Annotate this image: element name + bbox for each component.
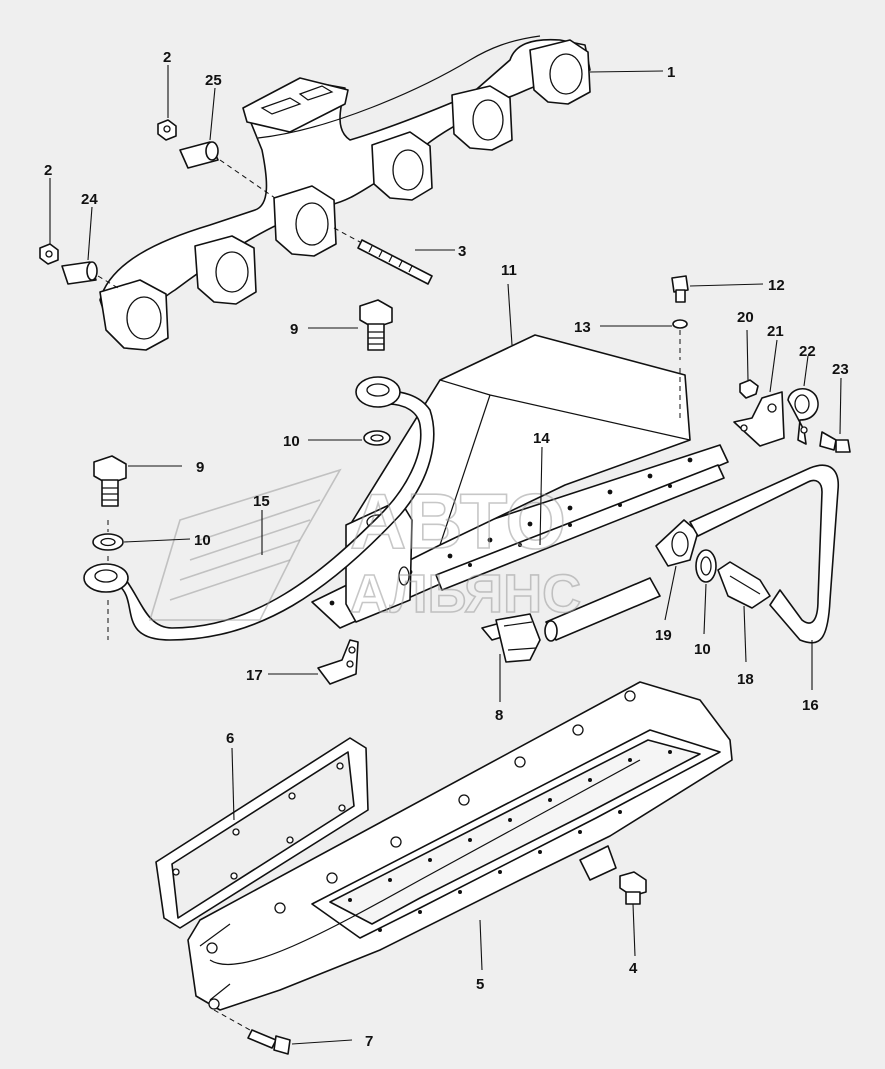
housing-bosses xyxy=(206,690,636,1010)
callout-20: 20 xyxy=(737,309,754,326)
callout-6: 6 xyxy=(226,730,234,747)
exhaust-manifold xyxy=(99,35,591,351)
callout-9-lower: 9 xyxy=(196,459,204,476)
bolt-23 xyxy=(819,431,851,453)
stud-3 xyxy=(333,227,433,285)
cooler-cover-11 xyxy=(311,334,729,629)
port-flange-3 xyxy=(371,131,433,201)
callouts: 1 2 2 3 4 5 6 7 8 9 9 10 10 10 11 12 13 … xyxy=(44,49,849,1050)
callout-8: 8 xyxy=(495,707,503,724)
callout-5: 5 xyxy=(476,976,484,993)
housing-flange-holes xyxy=(348,750,672,932)
callout-1: 1 xyxy=(667,64,675,81)
housing-5 xyxy=(187,681,733,1011)
spacer-24 xyxy=(61,261,119,289)
watermark-logo: АВТО АЛЬЯНС xyxy=(148,468,582,625)
nut-20 xyxy=(739,379,759,399)
adapter-18 xyxy=(717,561,771,609)
bracket-17 xyxy=(317,639,359,685)
callout-9-upper: 9 xyxy=(290,321,298,338)
watermark-line-2: АЛЬЯНС xyxy=(350,564,581,624)
callout-21: 21 xyxy=(767,323,784,340)
callout-17: 17 xyxy=(246,667,263,684)
callout-16: 16 xyxy=(802,697,819,714)
clip-22 xyxy=(787,388,819,445)
elbow-fitting-8 xyxy=(481,613,541,663)
callout-12: 12 xyxy=(768,277,785,294)
hose-16 xyxy=(689,464,839,644)
watermark-line-1: АВТО xyxy=(350,477,566,565)
port-flange-5 xyxy=(194,235,257,305)
callout-2-upper: 2 xyxy=(163,49,171,66)
callout-10-upper: 10 xyxy=(283,433,300,450)
callout-10-right: 10 xyxy=(694,641,711,658)
callout-7: 7 xyxy=(365,1033,373,1050)
port-flange-2 xyxy=(451,85,513,151)
oil-pipe-15 xyxy=(83,376,435,641)
gasket-6 xyxy=(155,737,369,929)
callout-4: 4 xyxy=(629,960,638,977)
callout-24: 24 xyxy=(81,191,98,208)
callout-3: 3 xyxy=(458,243,466,260)
callout-19: 19 xyxy=(655,627,672,644)
port-flange-1 xyxy=(529,39,591,105)
callout-10-lower: 10 xyxy=(194,532,211,549)
plug-4 xyxy=(619,871,647,905)
callout-25: 25 xyxy=(205,72,222,89)
nut-2-upper xyxy=(157,119,177,141)
bracket-21 xyxy=(733,391,785,447)
callout-2-lower: 2 xyxy=(44,162,52,179)
callout-22: 22 xyxy=(799,343,816,360)
callout-15: 15 xyxy=(253,493,270,510)
leader-lines xyxy=(49,65,842,1045)
port-flange-6 xyxy=(99,279,169,351)
bolt-7 xyxy=(213,1009,291,1055)
port-flange-4 xyxy=(273,185,337,257)
bolt-12 xyxy=(671,275,689,303)
callout-14: 14 xyxy=(533,430,550,447)
callout-18: 18 xyxy=(737,671,754,688)
banjo-bolt-9-lower xyxy=(93,455,127,507)
callout-11: 11 xyxy=(501,262,517,279)
washer-13 xyxy=(672,319,688,329)
nut-2-lower xyxy=(39,243,59,265)
banjo-bolt-9-upper xyxy=(359,299,393,351)
callout-13: 13 xyxy=(574,319,591,336)
gasket-14 xyxy=(435,464,725,591)
tube-19 xyxy=(544,519,699,642)
spacer-25 xyxy=(179,141,276,199)
callout-23: 23 xyxy=(832,361,849,378)
